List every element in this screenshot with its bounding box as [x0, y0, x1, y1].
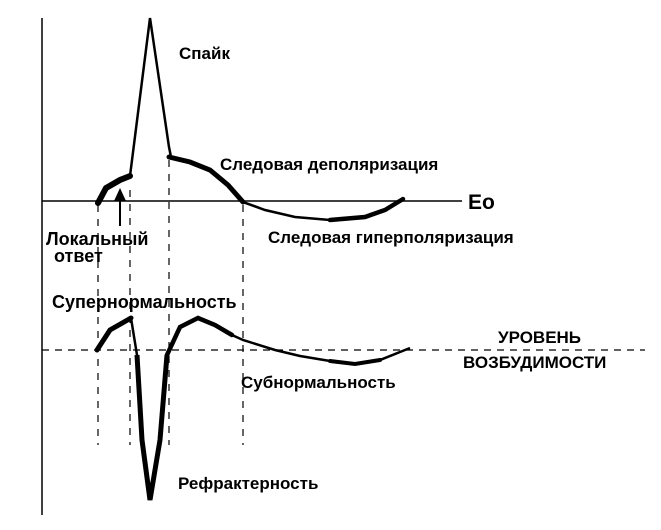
refractoriness-label: Рефрактерность: [178, 474, 318, 493]
trace-hyperpolarization-label: Следовая гиперполяризация: [268, 228, 514, 247]
local-response-label-line2: ответ: [54, 246, 103, 266]
subnormality-thick-segment: [328, 358, 382, 367]
supernormality-label: Супернормальность: [52, 292, 237, 312]
post-refractory-thick-segment: [164, 315, 235, 358]
local-response-label-line1: Локальный: [46, 229, 148, 249]
supernormality-thick-segment: [94, 315, 134, 353]
excitability-level-label-line1: УРОВЕНЬ: [498, 328, 581, 347]
resting-potential-label: Ео: [468, 191, 495, 214]
subnormality-label: Субнормальность: [241, 373, 396, 392]
trace-hyperpolarization-thick-segment: [327, 196, 406, 223]
local-response-thick-segment: [95, 173, 133, 206]
spike-label: Спайк: [179, 44, 230, 63]
refractory-thick-segment: [134, 354, 170, 501]
trace-depolarization-thick-segment: [166, 154, 246, 205]
local-response-arrow: [114, 188, 126, 226]
trace-depolarization-label: Следовая деполяризация: [220, 155, 438, 174]
excitability-level-label-line2: ВОЗБУДИМОСТИ: [463, 353, 606, 372]
membrane-potential-curve: [96, 17, 404, 222]
